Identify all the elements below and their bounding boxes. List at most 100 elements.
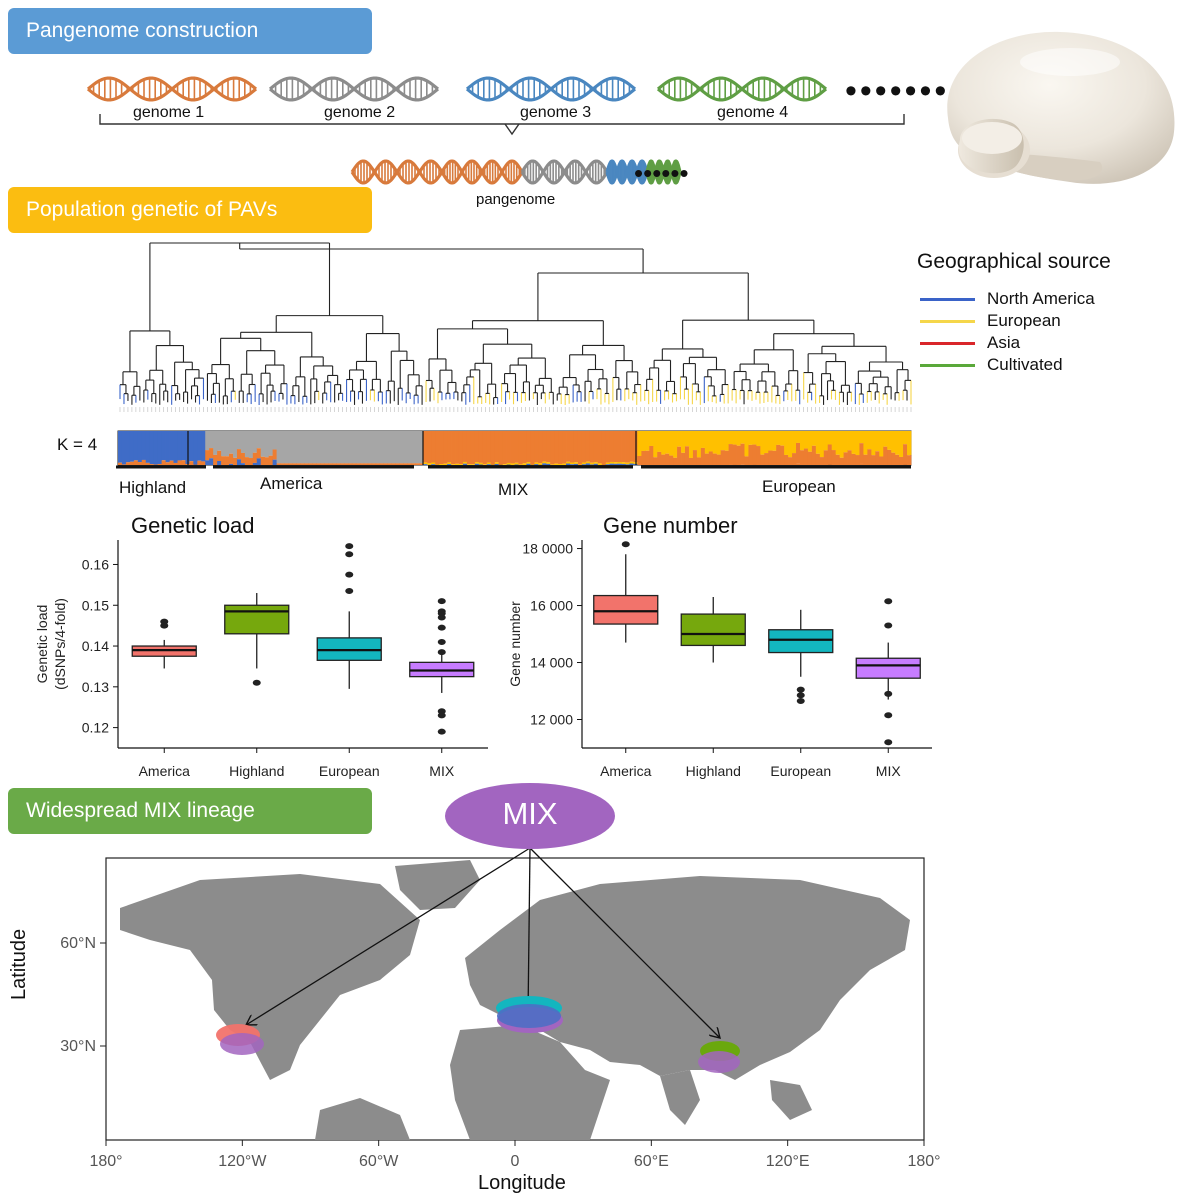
structure-segment bbox=[546, 462, 551, 464]
structure-segment bbox=[562, 431, 567, 464]
structure-segment bbox=[839, 457, 844, 465]
structure-segment bbox=[839, 431, 844, 458]
mushroom-image bbox=[947, 31, 1175, 184]
structure-segment bbox=[704, 431, 710, 454]
structure-segment bbox=[653, 457, 658, 465]
structure-segment bbox=[145, 462, 151, 465]
structure-segment bbox=[661, 431, 666, 455]
structure-segment bbox=[470, 464, 476, 465]
structure-segment bbox=[363, 431, 369, 464]
structure-segment bbox=[355, 431, 361, 464]
structure-segment bbox=[605, 431, 611, 463]
gene-number-title: Gene number bbox=[603, 513, 738, 538]
structure-segment bbox=[332, 431, 337, 464]
outlier-point bbox=[884, 598, 893, 605]
structure-segment bbox=[799, 431, 805, 451]
map-x-tick-label: 180° bbox=[907, 1153, 940, 1170]
structure-segment bbox=[423, 462, 428, 465]
structure-segment bbox=[201, 431, 206, 462]
structure-segment bbox=[209, 458, 214, 465]
structure-segment bbox=[907, 455, 912, 465]
structure-segment bbox=[240, 452, 246, 464]
structure-segment bbox=[819, 431, 825, 458]
section-banner-population: Population genetic of PAVs bbox=[8, 187, 372, 233]
structure-segment bbox=[740, 464, 745, 465]
structure-segment bbox=[815, 431, 821, 454]
structure-segment bbox=[209, 431, 214, 449]
structure-segment bbox=[677, 431, 682, 447]
structure-segment bbox=[197, 460, 202, 465]
structure-segment bbox=[165, 431, 170, 463]
structure-segment bbox=[681, 431, 686, 453]
structure-segment bbox=[700, 447, 706, 465]
structure-segment bbox=[284, 431, 289, 464]
structure-segment bbox=[272, 431, 277, 450]
structure-segment bbox=[248, 431, 254, 459]
structure-segment bbox=[466, 464, 472, 465]
structure-segment bbox=[371, 463, 377, 465]
mix-oval bbox=[445, 783, 615, 849]
structure-segment bbox=[708, 451, 714, 465]
y-tick-label: 0.15 bbox=[82, 597, 109, 613]
x-tick-label: America bbox=[600, 763, 652, 779]
bracket-tip bbox=[504, 123, 520, 136]
genome-4-label: genome 4 bbox=[717, 104, 789, 121]
structure-segment bbox=[827, 431, 833, 445]
pangenome-helix-segment bbox=[440, 159, 524, 185]
structure-segment bbox=[229, 453, 234, 464]
structure-segment bbox=[252, 452, 258, 463]
structure-segment bbox=[201, 461, 206, 465]
map-x-tick-label: 60°E bbox=[634, 1153, 669, 1170]
structure-segment bbox=[570, 431, 575, 463]
outlier-point bbox=[884, 712, 893, 719]
structure-segment bbox=[221, 431, 226, 457]
mix-oval-label: MIX bbox=[502, 796, 558, 831]
structure-segment bbox=[205, 431, 210, 451]
box-highland bbox=[224, 604, 290, 635]
structure-segment bbox=[756, 431, 761, 447]
structure-segment bbox=[379, 431, 385, 464]
structure-segment bbox=[177, 431, 182, 461]
structure-segment bbox=[526, 462, 531, 464]
structure-segment bbox=[161, 460, 166, 465]
structure-segment bbox=[149, 464, 155, 465]
structure-segment bbox=[772, 450, 777, 465]
structure-segment bbox=[863, 431, 868, 455]
map-y-tick-label: 60°N bbox=[60, 935, 96, 952]
structure-segment bbox=[720, 450, 726, 465]
structure-segment bbox=[570, 464, 575, 465]
structure-segment bbox=[217, 431, 222, 451]
structure-segment bbox=[244, 431, 250, 458]
structure-segment bbox=[776, 444, 781, 465]
structure-segment bbox=[118, 431, 123, 463]
structure-segment bbox=[486, 464, 492, 465]
structure-segment bbox=[593, 431, 599, 463]
structure-segment bbox=[252, 462, 258, 465]
dna-helix-genome-2 bbox=[268, 76, 440, 102]
structure-segment bbox=[847, 450, 852, 465]
structure-segment bbox=[526, 463, 531, 465]
structure-segment bbox=[609, 461, 615, 464]
legend-label: European bbox=[987, 311, 1061, 330]
structure-segment bbox=[577, 464, 583, 465]
structure-segment bbox=[379, 463, 385, 465]
structure-segment bbox=[229, 431, 234, 454]
structure-segment bbox=[141, 459, 147, 465]
pangenome-panel: •••••• bbox=[86, 76, 905, 188]
structure-segment bbox=[542, 461, 547, 464]
landmass bbox=[120, 874, 420, 1080]
structure-segment bbox=[684, 431, 690, 447]
structure-segment bbox=[597, 463, 603, 465]
structure-segment bbox=[851, 431, 856, 454]
structure-segment bbox=[494, 431, 500, 463]
structure-segment bbox=[292, 431, 297, 464]
structure-segment bbox=[799, 450, 805, 465]
structure-segment bbox=[447, 464, 452, 465]
structure-segment bbox=[431, 431, 436, 463]
structure-segment bbox=[431, 464, 436, 465]
structure-segment bbox=[696, 431, 702, 458]
structure-segment bbox=[470, 431, 476, 465]
structure-segment bbox=[149, 431, 155, 465]
structure-segment bbox=[506, 431, 511, 463]
structure-segment bbox=[236, 431, 242, 450]
